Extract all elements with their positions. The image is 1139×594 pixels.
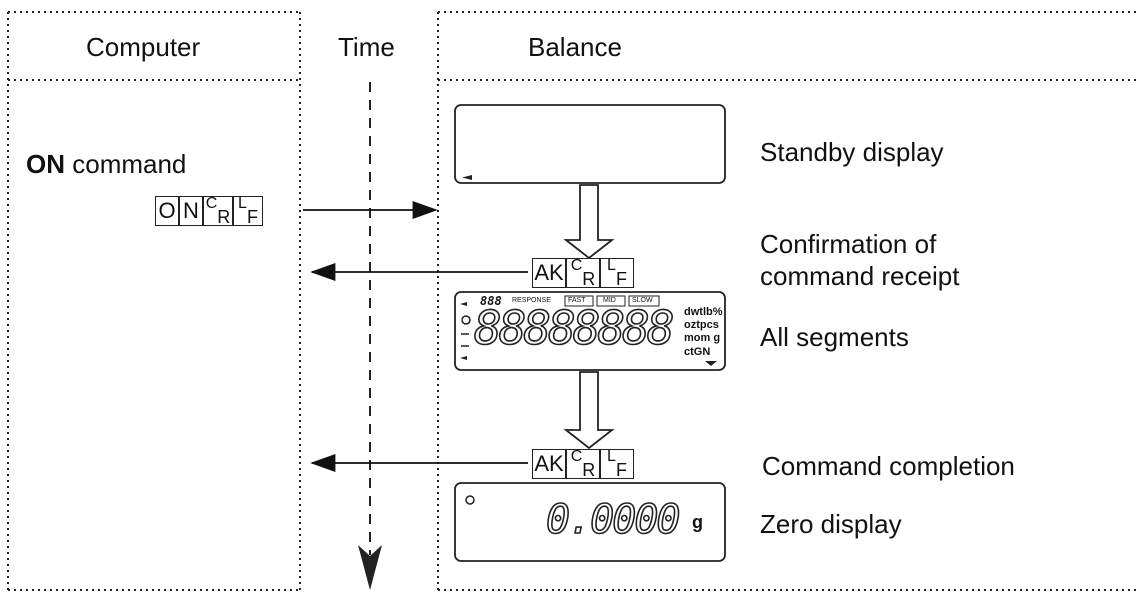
lcd-all-internals bbox=[460, 295, 717, 366]
time-arrowhead bbox=[358, 545, 382, 590]
time-axis bbox=[358, 82, 382, 590]
lcd-units-1: dwtlb% bbox=[684, 306, 723, 318]
flow-arrow-2 bbox=[563, 371, 615, 450]
lcd-units-4: ctGN bbox=[684, 346, 711, 358]
label-confirmation-1: Confirmation of bbox=[760, 229, 937, 259]
cmd-char-o: O bbox=[155, 196, 179, 226]
flow-arrow-1 bbox=[563, 184, 615, 260]
label-standby: Standby display bbox=[760, 137, 944, 167]
lcd-response: RESPONSE bbox=[512, 297, 551, 304]
label-zero: Zero display bbox=[760, 509, 902, 539]
on-command-label-bold: ON bbox=[26, 149, 65, 179]
lcd-zero-unit: g bbox=[692, 512, 703, 532]
lcd-units-3: mom g bbox=[684, 332, 721, 344]
lcd-units-2: oztpcs bbox=[684, 319, 719, 331]
balance-column-frame bbox=[437, 11, 1139, 591]
cmd-char-n: N bbox=[179, 196, 203, 226]
standby-indicator bbox=[462, 175, 472, 180]
on-command-label: ON command bbox=[26, 149, 187, 180]
lcd-mid: MID bbox=[603, 297, 616, 304]
lcd-main-digits: 88888888 bbox=[473, 301, 675, 355]
label-confirmation-2: command receipt bbox=[760, 261, 960, 291]
lcd-slow: SLOW bbox=[632, 297, 653, 304]
on-command-label-rest: command bbox=[72, 149, 187, 179]
column-header-computer: Computer bbox=[86, 32, 201, 62]
label-all-segments: All segments bbox=[760, 322, 909, 352]
computer-column-frame bbox=[7, 11, 301, 591]
label-command-completion: Command completion bbox=[762, 451, 1015, 481]
receipt-char-ak: AK bbox=[532, 258, 566, 288]
lcd-fast: FAST bbox=[568, 297, 586, 304]
column-header-time: Time bbox=[338, 32, 395, 62]
zero-stable-mark bbox=[465, 495, 475, 505]
standby-display bbox=[454, 104, 726, 184]
zero-display bbox=[454, 482, 726, 562]
column-header-balance: Balance bbox=[528, 32, 622, 62]
lcd-zero-value: 0.0000 bbox=[545, 497, 681, 543]
all-segments-display bbox=[454, 291, 726, 371]
completion-char-ak: AK bbox=[532, 449, 566, 479]
lcd-top-digits: 888 bbox=[480, 294, 502, 308]
